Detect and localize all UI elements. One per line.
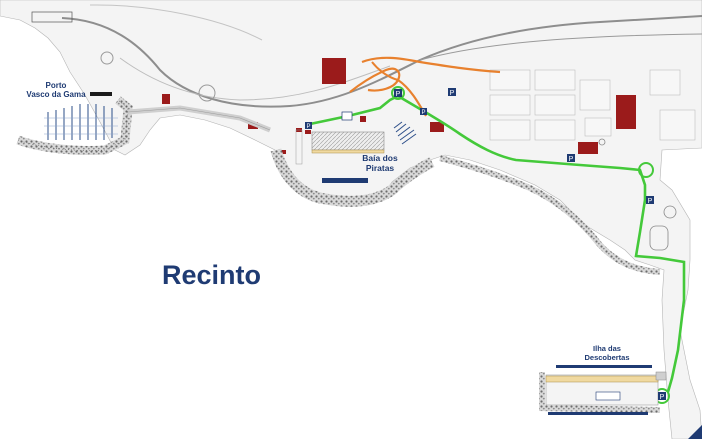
corner-accent [688,425,702,439]
city-blocks [489,69,696,141]
ilha-kiosk [595,391,621,401]
svg-text:P: P [396,91,401,98]
pier-walkway-edge [127,107,271,131]
marina-dock [90,92,112,96]
boat-slips [44,117,118,135]
baia-rocks [270,148,435,207]
baia-tent [341,111,353,121]
road-top [89,4,263,41]
parking-icon: P [646,196,654,205]
parking-icon: P [420,108,427,116]
parking-icon: P [658,392,666,401]
label-baia-dos-piratas: Baía dos Piratas [362,153,398,173]
tank [663,205,677,219]
svg-text:P: P [648,198,653,205]
baia-steps [393,121,417,145]
orange-road [371,61,399,81]
ilha-dock-bottom [548,412,648,415]
parking-icon: P [305,122,312,130]
parking-icon: P [448,88,456,97]
svg-text:P: P [421,110,425,116]
route-roundabout [391,86,405,100]
svg-text:P: P [306,124,310,130]
parking-icon: P [567,154,575,163]
parking-icon: P [394,89,402,98]
coast-rocks [439,155,661,275]
baia-pavilion-edge [311,149,385,154]
green-route-harbor [309,94,399,126]
orange-road [361,56,501,74]
marina-building [31,11,73,23]
coastal-road-2 [119,57,391,101]
green-route [397,94,686,393]
label-ilha-das-descobertas: Ilha das Descobertas [584,344,630,362]
roundabout [198,84,216,102]
coastal-road [61,15,702,108]
orange-road [349,67,401,93]
baia-stage [322,178,368,183]
rail-line [419,33,702,61]
roundabout [100,51,114,65]
plaza [649,225,669,251]
ilha-building [655,371,667,381]
ilha-pier-rocks [539,372,661,413]
label-porto-vasco-da-gama: Porto Vasco da Gama [26,81,86,100]
marina-breakwater [17,99,129,151]
buildings [162,58,636,154]
sculpture [598,138,606,146]
ilha-pier-strip [545,375,659,383]
svg-text:P: P [450,90,455,97]
route-roundabout [638,162,654,178]
ilha-dock-top [556,365,652,368]
svg-text:P: P [569,156,574,163]
title-recinto: Recinto [162,260,262,290]
svg-text:P: P [660,394,665,401]
baia-seating [295,129,303,165]
baia-pavilion [311,131,385,151]
